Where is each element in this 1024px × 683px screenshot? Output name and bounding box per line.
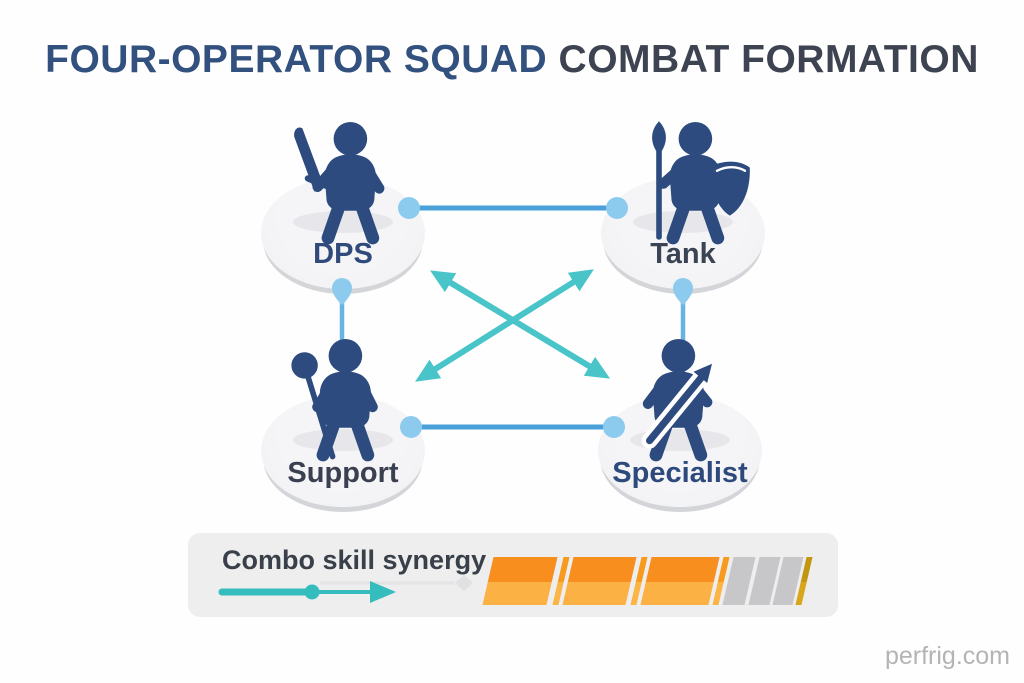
legend-label: Combo skill synergy [222, 545, 487, 575]
page-title: FOUR-OPERATOR SQUAD COMBAT FORMATION [0, 38, 1024, 82]
support-label: Support [287, 457, 399, 489]
support-tank-synergy-arrow [415, 269, 594, 382]
shield [711, 161, 750, 216]
gauge-segment-orange [640, 557, 720, 605]
spear-shield-tank-icon [652, 121, 750, 245]
arrow-head [693, 363, 712, 383]
tank-label: Tank [650, 238, 716, 270]
staff-support-icon [291, 339, 378, 462]
legend-panel: Combo skill synergy [188, 533, 838, 617]
title-accent: FOUR-OPERATOR SQUAD [45, 38, 548, 81]
title-rest: COMBAT FORMATION [558, 38, 979, 81]
sword-blade [294, 127, 323, 192]
sword-dps-icon [294, 122, 385, 245]
gauge-segment-orange [482, 557, 558, 605]
legend-pointer-diamond-icon [455, 575, 473, 591]
synergy-arrow-head-icon [370, 581, 396, 603]
legend-graphics [218, 575, 473, 603]
specialist-label: Specialist [612, 457, 748, 489]
spear-shaft [656, 148, 662, 240]
arrow-shaft [646, 374, 705, 445]
watermark: perfrig.com [884, 642, 1010, 670]
dps-label: DPS [313, 238, 373, 270]
synergy-arrow-dot [304, 584, 320, 600]
gauge-segment-orange [562, 557, 637, 605]
dps-specialist-synergy-arrow [430, 270, 610, 379]
spear-tip [652, 121, 666, 155]
arrow-specialist-icon [641, 339, 713, 462]
synergy-gauge [188, 557, 838, 605]
staff-ring [291, 352, 318, 379]
